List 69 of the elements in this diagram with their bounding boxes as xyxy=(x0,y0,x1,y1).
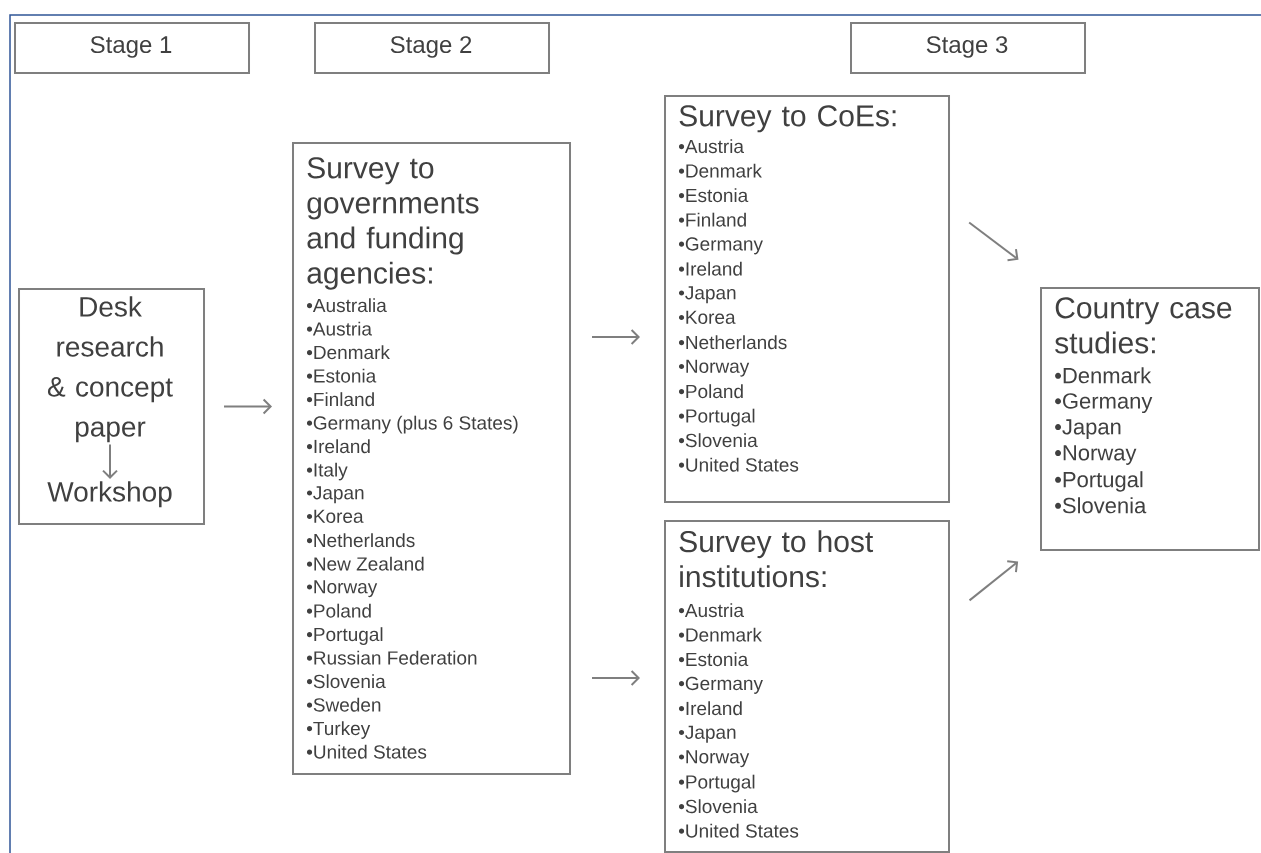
list-item: •Germany xyxy=(678,237,763,255)
box-heading: Survey to host institutions: xyxy=(679,530,874,588)
box-text: Desk research & concept paper xyxy=(47,296,173,443)
list-item: •United States xyxy=(306,744,427,759)
list-item: •Finland xyxy=(306,392,374,407)
list-item: •Russian Federation xyxy=(306,650,477,665)
list-item: •Sweden xyxy=(306,697,381,712)
list-item: •Portugal xyxy=(678,408,755,427)
list-item: •Korea xyxy=(678,310,736,324)
list-item: •United States xyxy=(678,823,799,838)
list-item: •Austria xyxy=(678,139,744,154)
list-item: •Ireland xyxy=(678,261,742,276)
list-item: •Slovenia xyxy=(678,433,758,448)
stage-label: Stage 2 xyxy=(390,36,472,58)
list-item: •Poland xyxy=(678,384,743,399)
arrow xyxy=(591,329,640,345)
list-item: •Portugal xyxy=(306,627,383,645)
list-item: •Turkey xyxy=(306,721,371,739)
list-item: •Estonia xyxy=(678,652,749,667)
box-text: Workshop xyxy=(47,481,172,508)
stage-box xyxy=(314,22,550,74)
list-item: •Germany xyxy=(678,676,763,694)
list-item: •Estonia xyxy=(678,188,749,203)
list-item: •Finland xyxy=(678,212,746,227)
box-heading: Survey to governments and funding agencies: xyxy=(307,157,479,290)
stage-box xyxy=(850,22,1086,74)
list-item: •Austria xyxy=(306,321,372,336)
list-item: •Norway xyxy=(678,750,750,768)
list-item: •Ireland xyxy=(306,439,370,454)
list-item: •Denmark xyxy=(1055,367,1152,384)
stage-label: Stage 3 xyxy=(926,36,1008,58)
list-item: •Portugal xyxy=(678,774,755,793)
list-item: •Denmark xyxy=(678,163,762,178)
arrow xyxy=(102,443,118,479)
list-item: •Netherlands xyxy=(678,335,787,350)
list-item: •Germany (plus 6 States) xyxy=(306,415,518,434)
list-item: •Italy xyxy=(306,462,348,481)
list-item: •Norway xyxy=(306,580,378,598)
list-item: •Austria xyxy=(678,603,744,618)
list-item: •Australia xyxy=(306,298,387,313)
list-item: •Slovenia xyxy=(1055,497,1147,514)
arrow xyxy=(591,670,640,686)
list-item: •Estonia xyxy=(306,368,377,383)
box-heading: Survey to CoEs: xyxy=(679,105,896,133)
arrow xyxy=(968,560,1019,602)
list-item: •Portugal xyxy=(1055,471,1143,492)
arrow xyxy=(223,398,272,415)
list-item: •New Zealand xyxy=(306,556,424,571)
list-item: •Poland xyxy=(306,603,371,618)
stage-label: Stage 1 xyxy=(90,36,172,58)
stage-box xyxy=(14,22,250,74)
process-box xyxy=(18,288,205,525)
list-item: •Denmark xyxy=(678,627,762,642)
arrow xyxy=(968,221,1019,262)
list-item: •Japan xyxy=(678,286,736,304)
list-item: •Ireland xyxy=(678,701,742,716)
list-item: •Japan xyxy=(306,486,364,504)
box-heading: Country case studies: xyxy=(1055,297,1232,354)
list-item: •United States xyxy=(678,457,799,472)
list-item: •Japan xyxy=(1055,419,1121,439)
list-item: •Denmark xyxy=(306,345,390,360)
list-item: •Slovenia xyxy=(678,799,758,814)
list-item: •Norway xyxy=(1055,445,1137,465)
list-item: •Korea xyxy=(306,509,364,523)
list-item: •Germany xyxy=(1055,393,1153,414)
list-item: •Slovenia xyxy=(306,674,386,689)
list-item: •Japan xyxy=(678,725,736,743)
list-item: •Norway xyxy=(678,359,750,377)
list-item: •Netherlands xyxy=(306,533,415,548)
